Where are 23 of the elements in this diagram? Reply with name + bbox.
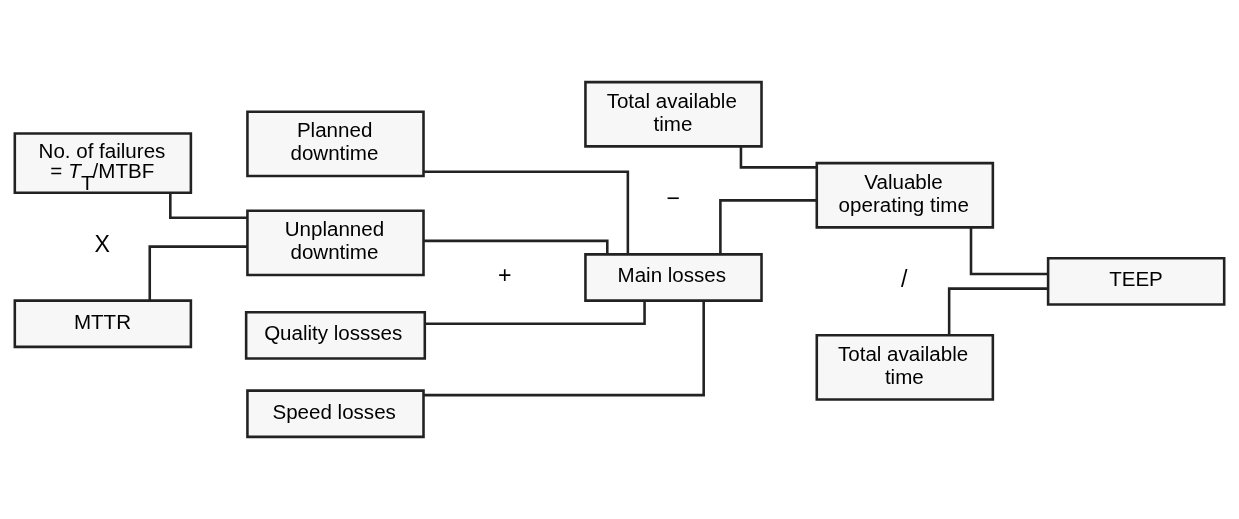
node-box: MTTR [13,299,193,349]
connector [947,287,1048,335]
connector [719,199,817,255]
connector [423,170,630,254]
label: / [900,266,908,292]
node-box: Valuable operating time [815,161,995,229]
connector [148,245,247,301]
node-box: Planned downtime [246,110,425,178]
node-box: Quality lossses [244,310,427,360]
connector [969,227,1048,276]
connector [423,239,609,255]
node-box: Total available time [815,334,995,401]
label: X [94,231,110,258]
node-box: Speed losses [246,389,425,439]
node-box: TEEP [1046,256,1226,306]
label: − [666,185,680,212]
connector [424,301,646,326]
node-box: Total available time [584,80,763,148]
label: + [498,262,512,289]
connector [423,300,705,397]
node-box: Unplanned downtime [246,209,425,277]
connector [169,193,248,219]
node-box: Main losses [584,253,763,302]
